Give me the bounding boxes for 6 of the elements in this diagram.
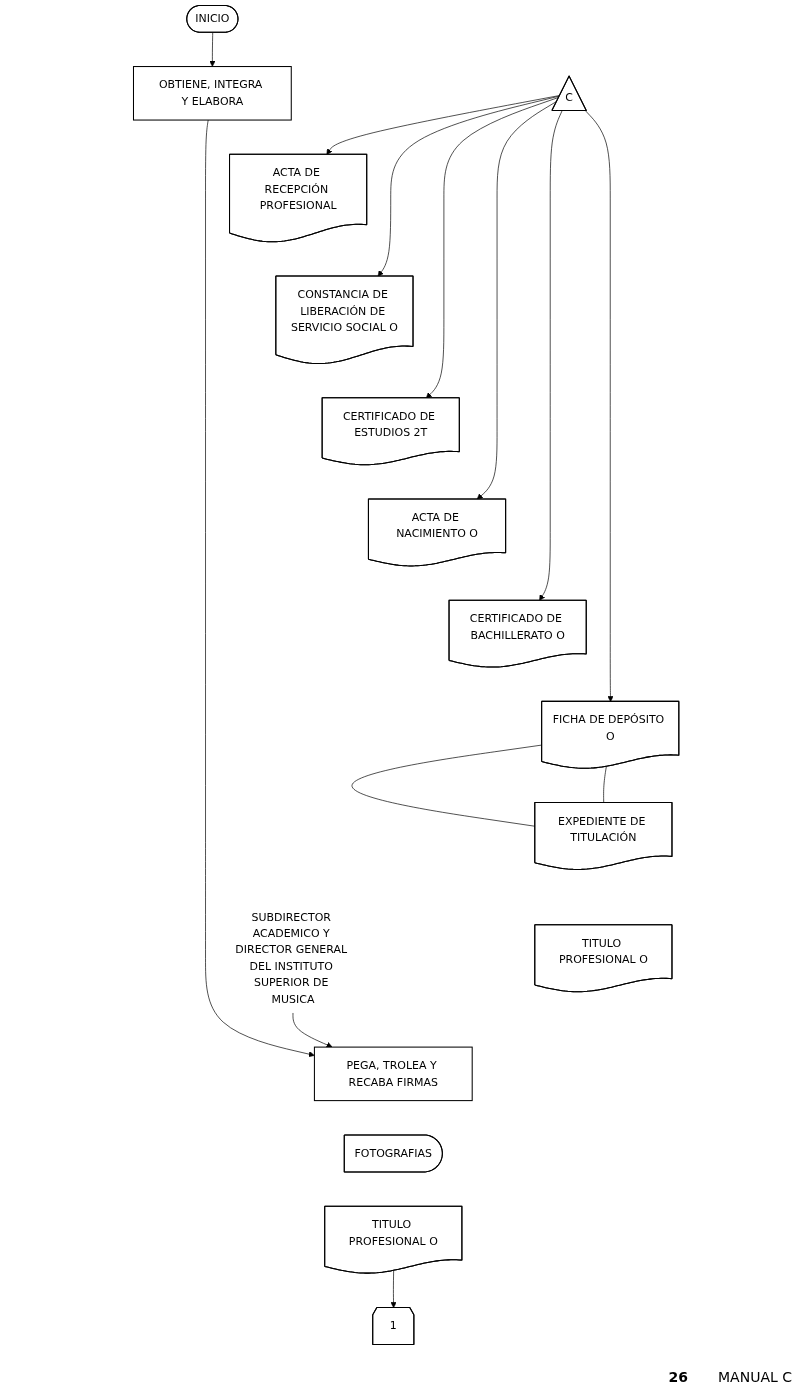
connector: [351, 744, 543, 827]
node-box: PEGA, TROLEA Y RECABA FIRMAS: [313, 1046, 473, 1102]
node-box: OBTIENE, INTEGRA Y ELABORA: [132, 66, 292, 121]
node-text: SUBDIRECTOR ACADEMICO Y DIRECTOR GENERAL DEL INSTITUTO SUPERIOR DE MUSICA: [235, 910, 347, 1006]
page-footer-text: MANUAL C: [718, 1369, 792, 1385]
page-footer-text: 26: [668, 1369, 688, 1385]
